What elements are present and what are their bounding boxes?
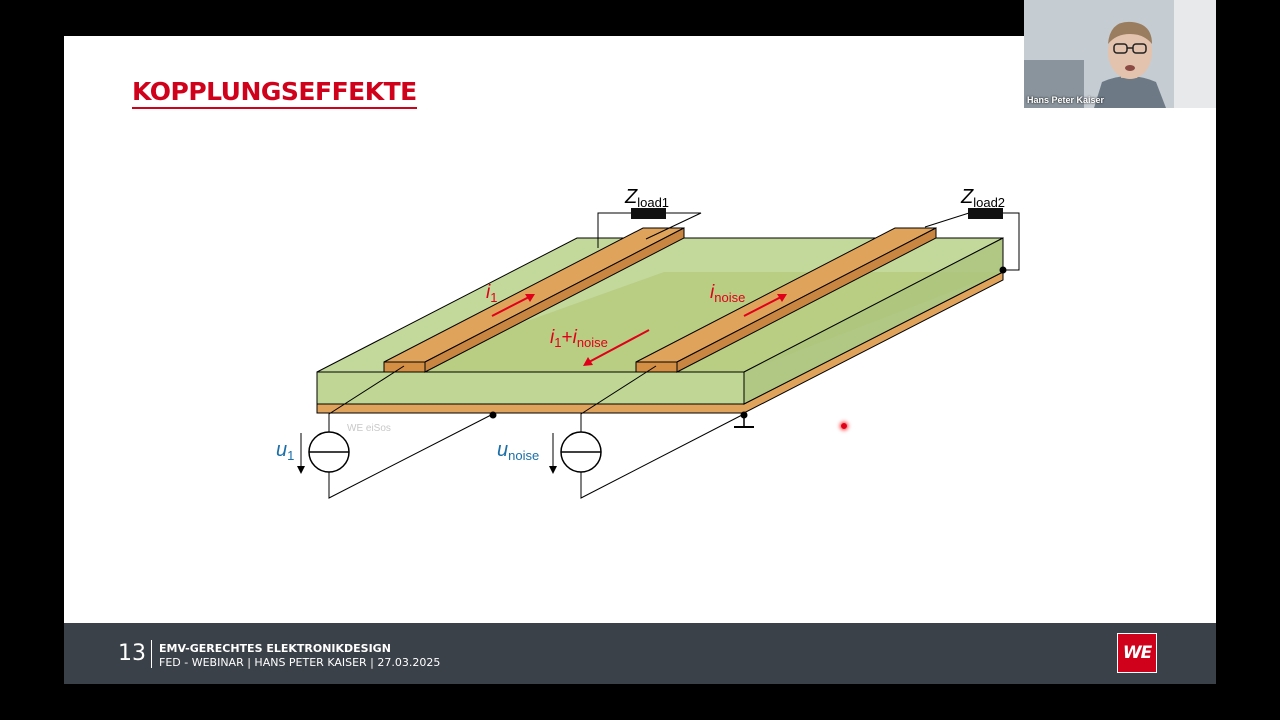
trace-2-side (676, 227, 937, 373)
footer-divider (151, 640, 152, 668)
u1-label: u1 (276, 439, 294, 463)
z-load1-resistor (631, 208, 666, 219)
trace-2-front (635, 361, 678, 373)
watermark: WE eiSos (347, 423, 391, 434)
slide-footer: 13 EMV-GERECHTES ELEKTRONIKDESIGN FED - … (64, 623, 1216, 684)
load2-node (999, 266, 1007, 274)
unoise-arrow-head (549, 466, 557, 474)
i1-arrow (491, 296, 530, 317)
i1-arrow-head (525, 294, 535, 302)
z-load1-label: Zload1 (624, 186, 669, 210)
source1-ground-node (489, 411, 497, 419)
footer-title: EMV-GERECHTES ELEKTRONIKDESIGN (159, 642, 391, 655)
unoise-label: unoise (497, 439, 539, 463)
webcam-tile[interactable]: Hans Peter Kaiser (1024, 0, 1216, 108)
isum-arrow (588, 329, 650, 363)
inoise-arrow (743, 296, 782, 317)
u1-arrow-head (297, 466, 305, 474)
isum-label: i1+inoise (550, 327, 608, 350)
inoise-arrow-head (777, 294, 787, 302)
z-load2-label: Zload2 (960, 186, 1005, 210)
inoise-label: inoise (710, 282, 745, 305)
load2-wire (924, 212, 1020, 271)
z-load2-resistor (968, 208, 1003, 219)
isum-arrow-head (583, 357, 593, 366)
footer-subtitle: FED - WEBINAR | HANS PETER KAISER | 27.0… (159, 656, 441, 669)
page-number: 13 (118, 641, 146, 666)
participant-name: Hans Peter Kaiser (1027, 95, 1105, 105)
trace-1-side (424, 227, 685, 373)
trace-1-front (383, 361, 426, 373)
substrate-shade (384, 272, 1003, 372)
substrate-front (316, 371, 745, 405)
coupling-diagram: Zload1 Zload2 i1 inoise i1+inoise u1 uno… (276, 186, 1020, 499)
presentation-slide: KOPPLUNGSEFFEKTE (64, 36, 1216, 684)
we-logo: WE (1117, 633, 1157, 673)
participant-video-icon (1024, 0, 1216, 108)
slide-title: KOPPLUNGSEFFEKTE (132, 78, 417, 109)
laser-pointer-dot (840, 422, 848, 430)
i1-label: i1 (486, 282, 497, 305)
